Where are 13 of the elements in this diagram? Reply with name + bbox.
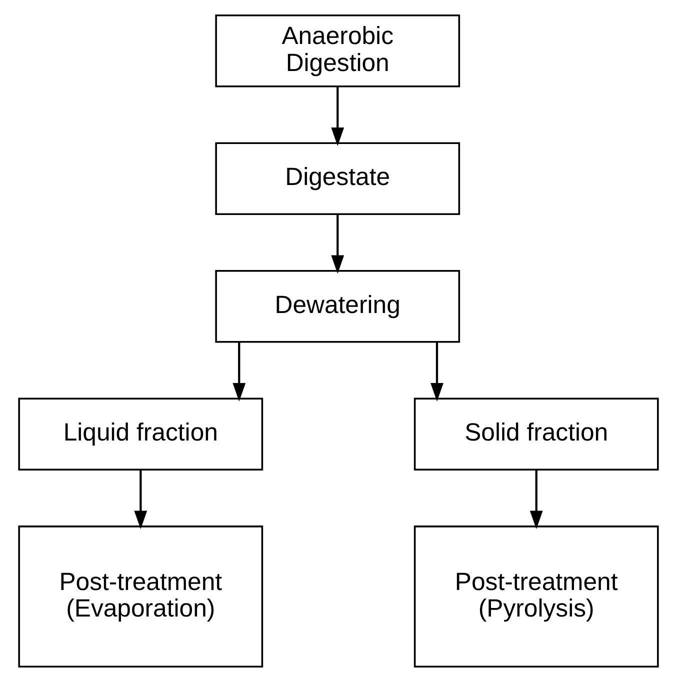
node-box: Anaerobic Digestion (214, 14, 460, 88)
node-box: Dewatering (214, 270, 460, 343)
arrow (430, 342, 443, 402)
node-box: Solid fraction (413, 398, 658, 471)
arrow (134, 470, 147, 530)
node-box: Digestate (214, 142, 460, 216)
node-box: Liquid fraction (18, 398, 263, 471)
node-box: Post-treatment (Evaporation) (18, 526, 263, 668)
node-box: Post-treatment (Pyrolysis) (413, 526, 658, 668)
arrow (232, 342, 246, 402)
arrow (330, 214, 344, 274)
arrow (330, 86, 344, 146)
arrow (529, 470, 542, 530)
